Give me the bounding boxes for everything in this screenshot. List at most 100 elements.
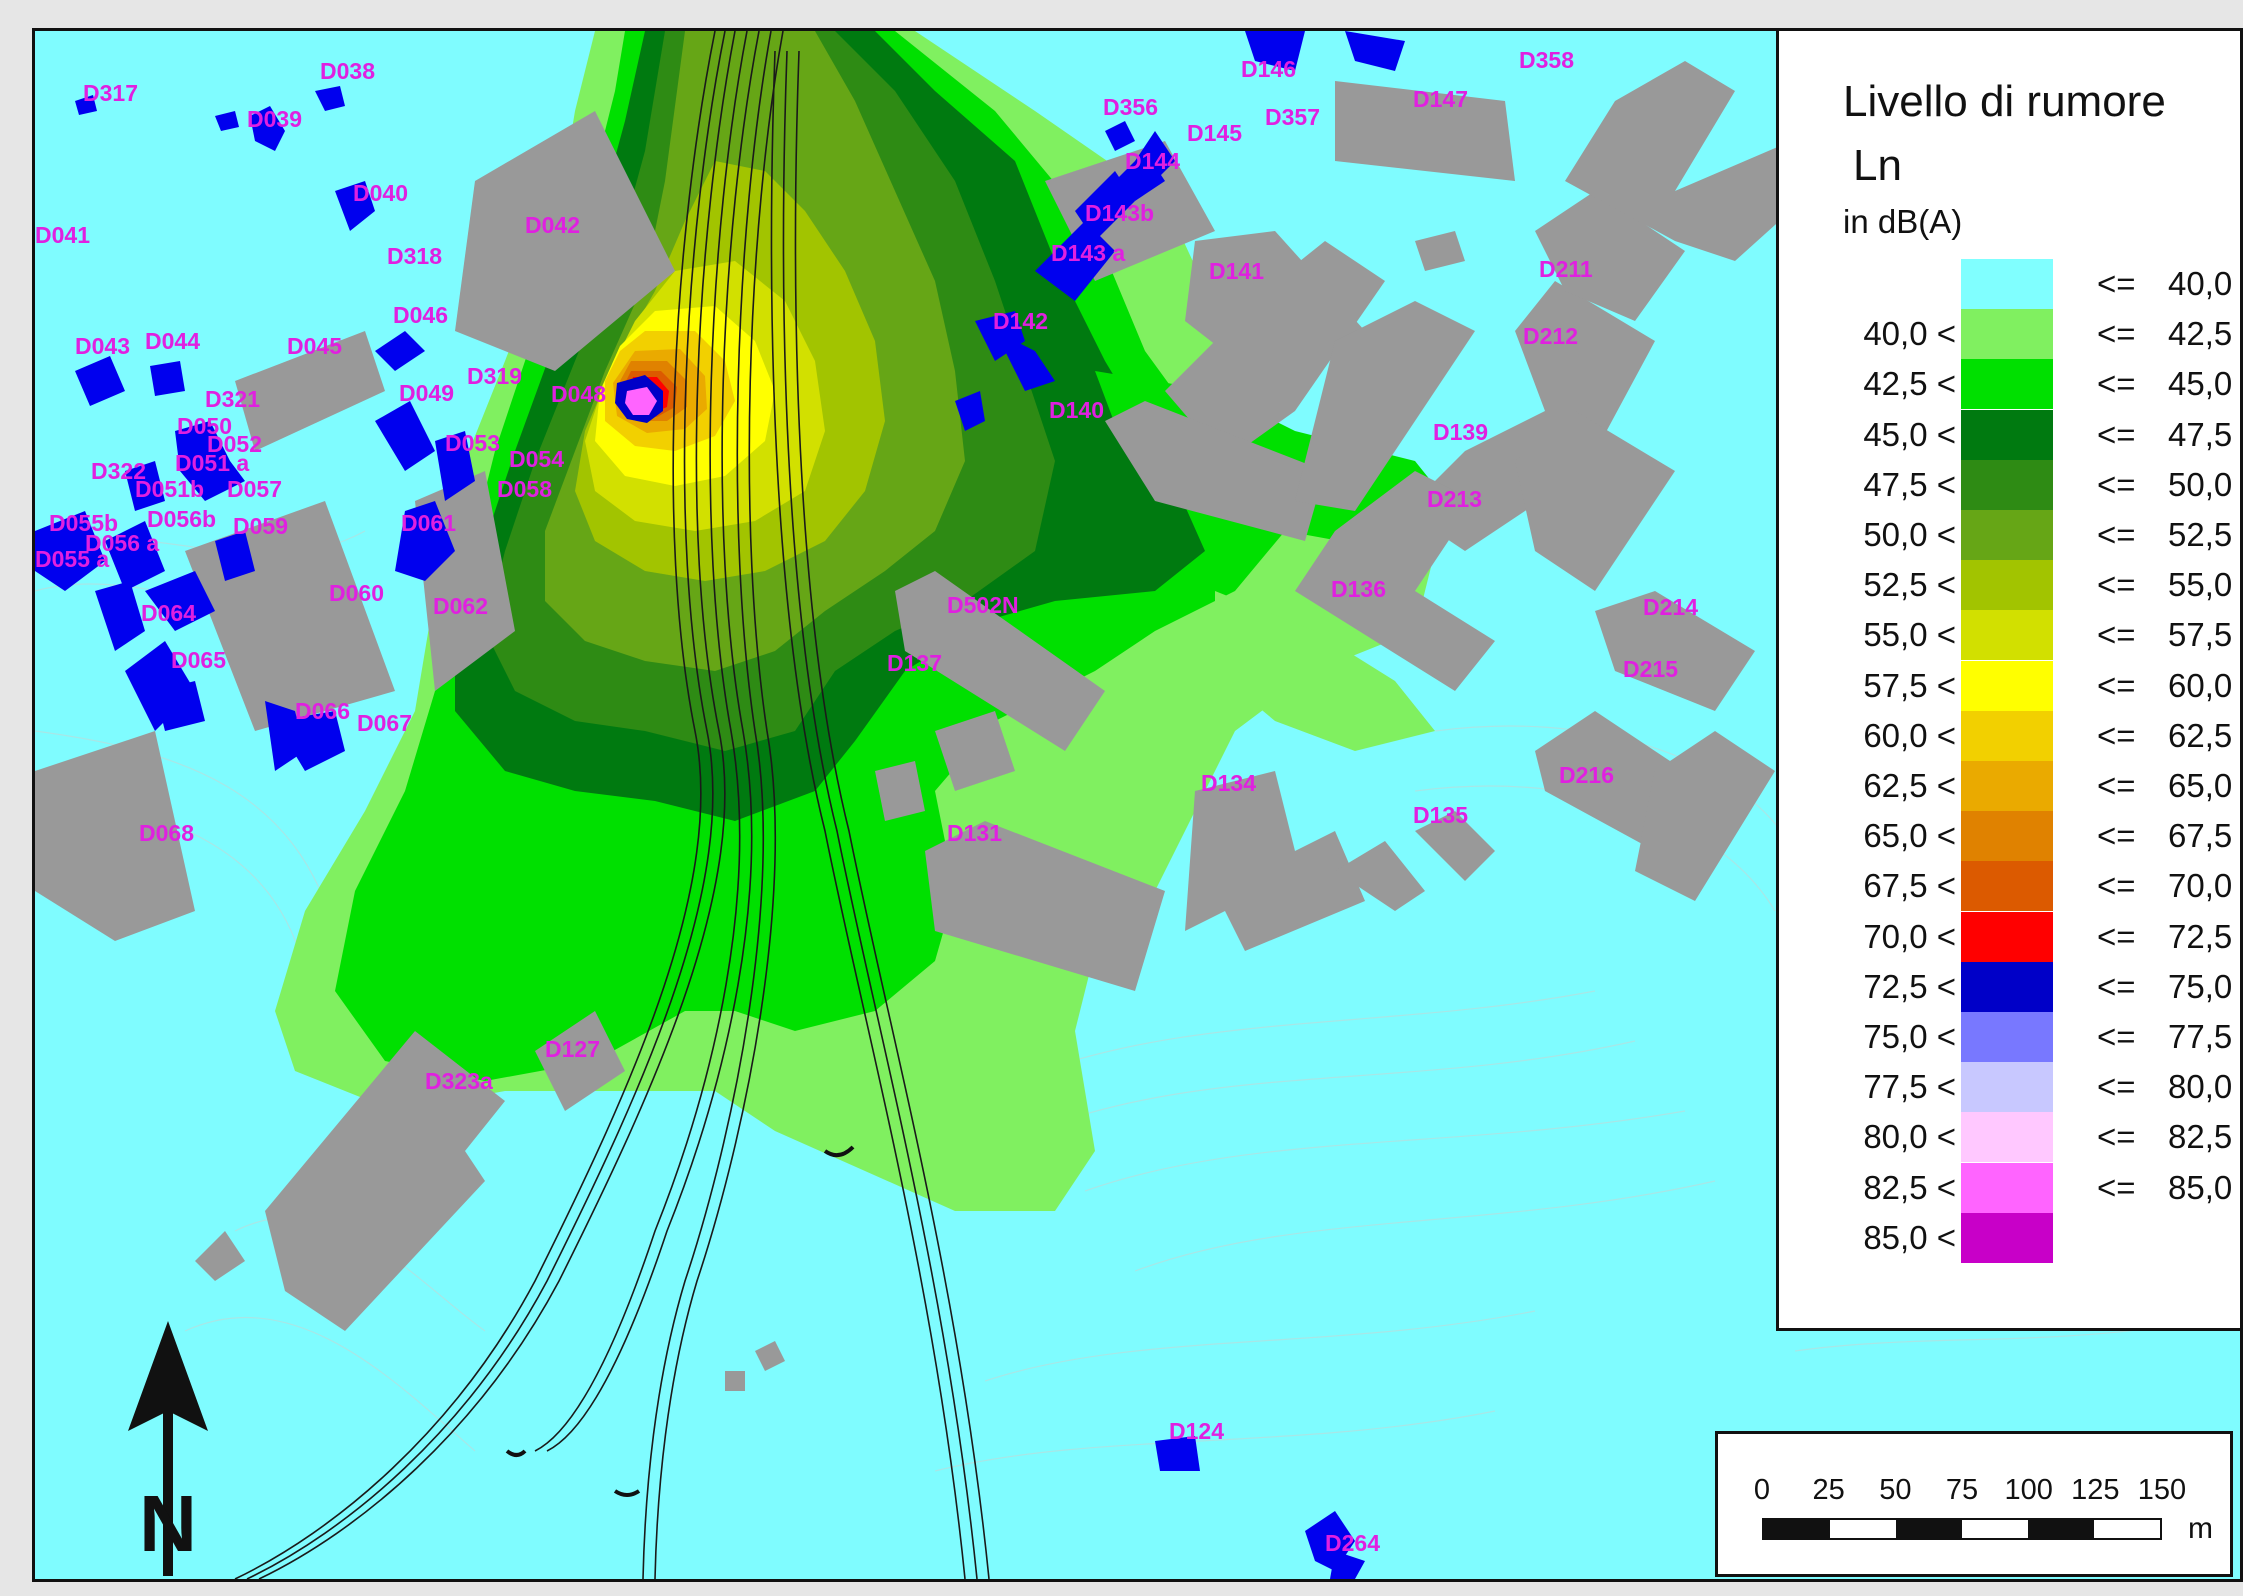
map-label: D046 <box>393 302 448 328</box>
legend-operator: <= <box>2097 265 2136 302</box>
map-label: D213 <box>1427 486 1482 512</box>
map-label: D049 <box>399 380 454 406</box>
legend-lower-bound: 75,0 < <box>1863 1018 1956 1055</box>
map-label: D131 <box>947 820 1002 846</box>
legend-operator: <= <box>2097 1118 2136 1156</box>
map-label: D215 <box>1623 656 1678 682</box>
legend-swatch <box>1961 610 2053 661</box>
map-label: D051 a <box>175 450 249 476</box>
map-label: D358 <box>1519 47 1574 73</box>
legend-row: 70,0 < <= 72,5 <box>1779 911 2240 962</box>
map-label: D066 <box>295 698 350 724</box>
legend-swatch <box>1961 1112 2053 1163</box>
legend-row: 65,0 <<=67,5 <box>1779 811 2240 862</box>
legend-swatch <box>1961 359 2053 410</box>
map-label: D135 <box>1413 802 1468 828</box>
legend-lower-bound: 60,0 < <box>1863 716 1956 754</box>
tunnel-portals <box>505 1145 855 1497</box>
map-label: D142 <box>993 308 1048 334</box>
map-label: D211 <box>1539 256 1593 282</box>
legend-upper-bound: 85,0 <box>2168 1168 2233 1206</box>
legend-operator: <= <box>2097 666 2136 704</box>
legend-operator: <= <box>2097 365 2136 403</box>
map-label: D053 <box>445 430 500 456</box>
legend-upper-bound: 75,0 <box>2168 967 2233 1005</box>
legend-operator: <= <box>2097 817 2136 855</box>
legend-upper-bound: 82,5 <box>2168 1118 2233 1156</box>
legend-swatch <box>1961 459 2053 510</box>
map-label: D143b <box>1085 200 1154 226</box>
map-label: D127 <box>545 1036 600 1062</box>
map-label: D319 <box>467 363 522 389</box>
map-label: D322 <box>91 458 146 484</box>
legend-lower-bound: 70,0 < <box>1863 917 1956 955</box>
legend-upper-bound: 60,0 <box>2168 666 2233 704</box>
map-label: D061 <box>401 510 456 536</box>
map-label: D264 <box>1325 1530 1380 1556</box>
legend-swatch <box>1961 1162 2053 1213</box>
legend-row: 67,5 < <= 70,0 <box>1779 861 2240 912</box>
scale-bar-segment <box>2094 1520 2160 1538</box>
legend-lower-bound: 50,0 < <box>1863 516 1956 553</box>
map-label: D137 <box>887 650 942 676</box>
map-label: D136 <box>1331 576 1386 602</box>
legend-upper-bound: 52,5 <box>2168 516 2233 553</box>
legend-swatch <box>1961 1062 2053 1113</box>
map-label: D141 <box>1209 258 1264 284</box>
map-label: D042 <box>525 212 580 238</box>
receptor-buildings <box>35 31 1405 1579</box>
map-label: D045 <box>287 333 342 359</box>
legend-operator: <= <box>2097 967 2136 1005</box>
legend-row: 82,5 <<=85,0 <box>1779 1162 2240 1213</box>
legend-row: 80,0 <<=82,5 <box>1779 1112 2240 1163</box>
map-label: D050 <box>177 413 232 439</box>
legend-lower-bound: 62,5 < <box>1863 767 1956 804</box>
map-label: D214 <box>1643 594 1698 620</box>
legend-lower-bound: 65,0 < <box>1863 817 1956 855</box>
map-label: D040 <box>353 180 408 206</box>
legend-upper-bound: 47,5 <box>2168 415 2233 453</box>
scale-bar-unit: m <box>2188 1512 2213 1545</box>
scale-tick-label: 125 <box>2071 1474 2120 1506</box>
legend-row: 75,0 <<=77,5 <box>1779 1012 2240 1062</box>
map-label: D060 <box>329 580 384 606</box>
legend-upper-bound: 62,5 <box>2168 716 2233 754</box>
map-label: D143 a <box>1051 240 1125 266</box>
legend-upper-bound: 80,0 <box>2168 1068 2233 1106</box>
map-label: D039 <box>247 106 302 132</box>
map-label: D318 <box>387 243 442 269</box>
scale-bar-segment <box>1896 1520 1962 1538</box>
map-label: D057 <box>227 476 282 502</box>
legend-row: 62,5 <<=65,0 <box>1779 761 2240 811</box>
scale-bar-graphic <box>1762 1518 2162 1540</box>
legend-operator: <= <box>2097 867 2136 905</box>
receptor-labels: D317 D038 D039 D040 D041 D042 D318 D046 … <box>35 47 1698 1556</box>
legend-lower-bound: 72,5 < <box>1863 967 1956 1005</box>
legend-row: 40,0 <<=42,5 <box>1779 309 2240 360</box>
legend-row: 45,0 <<=47,5 <box>1779 409 2240 460</box>
scale-tick-label: 100 <box>2004 1474 2053 1506</box>
legend-lower-bound: 67,5 < <box>1863 867 1956 905</box>
legend-row: 42,5 <<=45,0 <box>1779 359 2240 410</box>
map-label: D065 <box>171 647 226 673</box>
map-label: D051b <box>135 476 204 502</box>
legend-swatch <box>1961 961 2053 1012</box>
legend-upper-bound: 77,5 <box>2168 1018 2233 1055</box>
map-label: D055b <box>49 510 118 536</box>
map-label: D038 <box>320 58 375 84</box>
legend-lower-bound: 55,0 < <box>1863 616 1956 654</box>
map-label: D124 <box>1169 1418 1224 1444</box>
legend-operator: <= <box>2097 315 2136 353</box>
map-label: D067 <box>357 710 412 736</box>
legend-row: 57,5 <<=60,0 <box>1779 660 2240 711</box>
scale-tick-label: 75 <box>1945 1474 1979 1506</box>
scale-tick-label: 50 <box>1879 1474 1912 1506</box>
legend-swatch <box>1961 409 2053 460</box>
legend-row: 85,0 < <box>1779 1212 2240 1263</box>
legend-swatch <box>1961 1012 2053 1062</box>
legend-upper-bound: 72,5 <box>2168 917 2233 955</box>
legend-lower-bound: 82,5 < <box>1863 1168 1956 1206</box>
legend-upper-bound: 70,0 <box>2168 867 2233 905</box>
legend-operator: <= <box>2097 917 2136 955</box>
